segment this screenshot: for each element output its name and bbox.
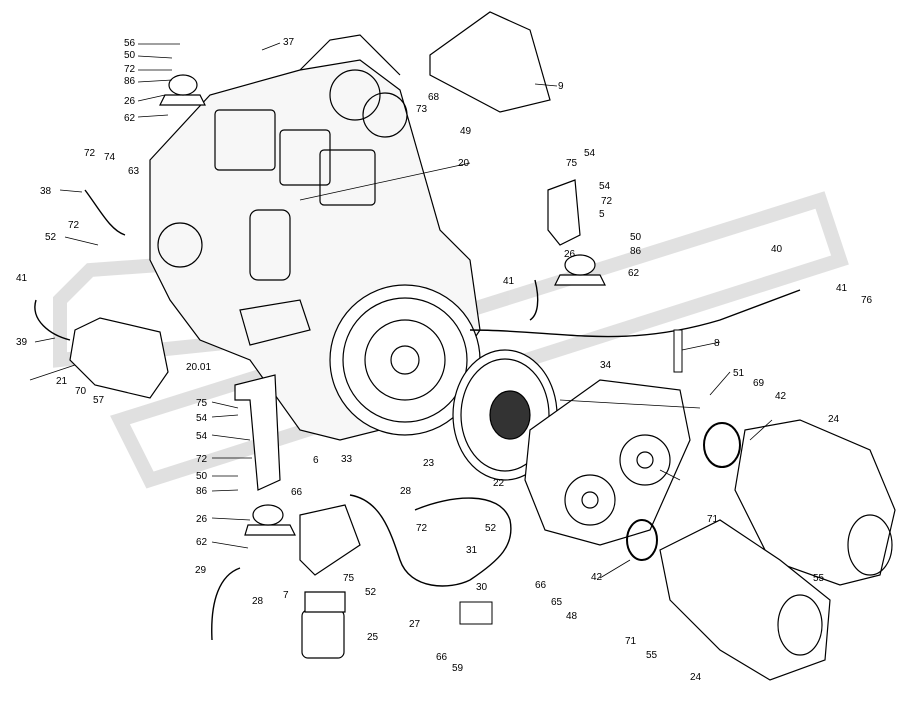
callout-label: 70 — [75, 386, 87, 397]
gearbox-housing — [524, 379, 691, 546]
callout-label: 50 — [630, 232, 642, 243]
callout-label: 28 — [400, 486, 412, 497]
callout-label: 68 — [428, 92, 440, 103]
callout-label: 62 — [124, 113, 136, 124]
callout-label: 86 — [196, 486, 208, 497]
callout-label: 72 — [196, 454, 208, 465]
callout-label: 28 — [252, 596, 264, 607]
callout-label: 62 — [628, 268, 640, 279]
o-ring-upper — [703, 422, 741, 468]
callout-label: 5 — [599, 209, 605, 220]
callout-label: 34 — [600, 360, 612, 371]
callout-label: 26 — [196, 514, 208, 525]
callout-label: 66 — [291, 487, 303, 498]
callout-label: 66 — [535, 580, 547, 591]
callout-label: 71 — [707, 514, 719, 525]
callout-label: 8 — [714, 338, 720, 349]
callout-label: 39 — [16, 337, 28, 348]
callout-label: 21 — [56, 376, 68, 387]
callout-label: 50 — [124, 50, 136, 61]
callout-label: 72 — [601, 196, 613, 207]
callout-label: 6 — [313, 455, 319, 466]
callout-label: 26 — [564, 249, 576, 260]
callout-label: 31 — [466, 545, 478, 556]
callout-label: 57 — [93, 395, 105, 406]
callout-label: 51 — [733, 368, 745, 379]
callout-label: 72 — [68, 220, 80, 231]
callout-label: 86 — [630, 246, 642, 257]
callout-label: 29 — [195, 565, 207, 576]
callout-label: 23 — [423, 458, 435, 469]
callout-label: 22 — [493, 478, 505, 489]
callout-label: 86 — [124, 76, 136, 87]
callout-label: 56 — [124, 38, 136, 49]
callout-label: 74 — [104, 152, 116, 163]
callout-label: 52 — [365, 587, 377, 598]
callout-label: 52 — [485, 523, 497, 534]
callout-label: 52 — [45, 232, 57, 243]
callout-label: 54 — [196, 431, 208, 442]
callout-label: 38 — [40, 186, 52, 197]
callout-label: 48 — [566, 611, 578, 622]
callout-label: 55 — [813, 573, 825, 584]
muffler — [69, 317, 169, 399]
callout-label: 33 — [341, 454, 353, 465]
callout-label: 72 — [84, 148, 96, 159]
callout-label: 41 — [503, 276, 515, 287]
callout-label: 41 — [836, 283, 848, 294]
callout-label: 40 — [771, 244, 783, 255]
solenoid-valve — [459, 601, 493, 625]
callout-label: 7 — [283, 590, 289, 601]
hydraulic-pump-lower — [659, 519, 831, 681]
callout-label: 24 — [690, 672, 702, 683]
callout-label: 72 — [416, 523, 428, 534]
callout-label: 62 — [196, 537, 208, 548]
oil-filter — [301, 591, 346, 659]
callout-label: 25 — [367, 632, 379, 643]
callout-label: 66 — [436, 652, 448, 663]
callout-label: 24 — [828, 414, 840, 425]
callout-label: 63 — [128, 166, 140, 177]
callout-label: 49 — [460, 126, 472, 137]
callout-label: 41 — [16, 273, 28, 284]
callout-label: 75 — [343, 573, 355, 584]
callout-label: 37 — [283, 37, 295, 48]
callout-label: 26 — [124, 96, 136, 107]
shaft — [673, 329, 683, 373]
callout-label: 72 — [124, 64, 136, 75]
hydraulic-pump-upper — [734, 419, 896, 586]
callout-label: 69 — [753, 378, 765, 389]
engine-mounts — [159, 74, 606, 536]
callout-label: 42 — [591, 572, 603, 583]
callout-label: 27 — [409, 619, 421, 630]
callout-label: 30 — [476, 582, 488, 593]
callout-label: 71 — [625, 636, 637, 647]
engine-cover — [429, 11, 551, 113]
brackets — [234, 179, 581, 576]
callout-label: 42 — [775, 391, 787, 402]
o-ring-lower — [626, 519, 658, 561]
callout-label: 55 — [646, 650, 658, 661]
callout-label: 73 — [416, 104, 428, 115]
leader-lines — [29, 42, 773, 579]
callout-label: 9 — [558, 81, 564, 92]
callout-label: 54 — [196, 413, 208, 424]
callout-label: 54 — [584, 148, 596, 159]
callout-label: 59 — [452, 663, 464, 674]
callout-label: 75 — [566, 158, 578, 169]
callout-label: 54 — [599, 181, 611, 192]
callout-label: 76 — [861, 295, 873, 306]
pipes — [34, 189, 801, 641]
callout-label: 20.01 — [186, 362, 212, 373]
callout-label: 65 — [551, 597, 563, 608]
callout-label: 20 — [458, 158, 470, 169]
callout-label: 75 — [196, 398, 208, 409]
callout-label: 50 — [196, 471, 208, 482]
